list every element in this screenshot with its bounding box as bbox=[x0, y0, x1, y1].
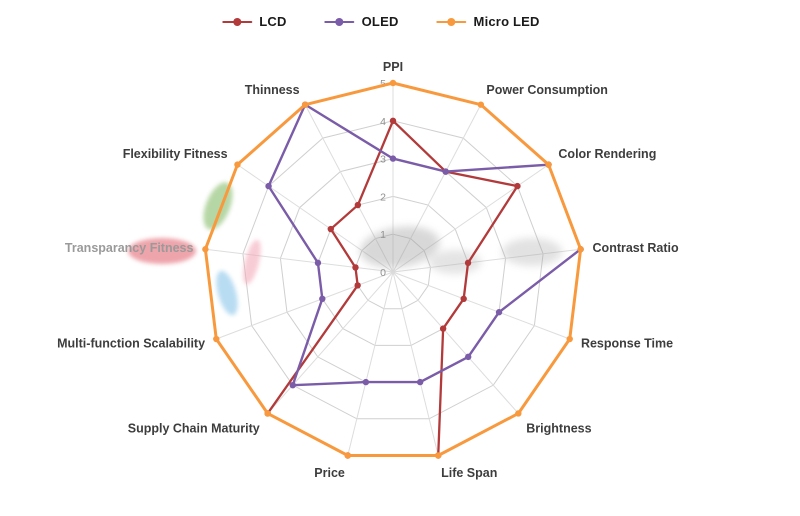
axis-label-transparancy-fitness: Transparancy Fitness bbox=[65, 241, 194, 255]
axis-label-power-consumption: Power Consumption bbox=[486, 83, 608, 97]
legend-item-lcd[interactable]: LCD bbox=[222, 14, 286, 29]
series-point-oled-response-time bbox=[495, 309, 503, 316]
axis-label-contrast-ratio: Contrast Ratio bbox=[593, 241, 679, 255]
legend-label-oled: OLED bbox=[361, 14, 399, 29]
series-point-micro-led-color-rendering bbox=[545, 161, 552, 168]
axis-label-supply-chain-maturity: Supply Chain Maturity bbox=[128, 421, 260, 435]
axis-label-multi-function-scalability: Multi-function Scalability bbox=[57, 336, 205, 350]
grid-spoke-life-span bbox=[392, 271, 439, 456]
series-point-lcd-contrast-ratio bbox=[464, 259, 472, 267]
series-line-micro-led bbox=[203, 81, 583, 458]
lcd-series-marker-icon bbox=[222, 17, 253, 26]
grid-spoke-supply-chain-maturity bbox=[267, 271, 394, 414]
highlight-green bbox=[203, 182, 233, 230]
series-point-micro-led-power-consumption bbox=[477, 101, 485, 108]
tick-label-0: 0 bbox=[380, 267, 386, 279]
series-point-micro-led-price bbox=[344, 452, 351, 459]
grid-spoke-multi-function-scalability bbox=[216, 271, 394, 340]
axis-label-life-span: Life Span bbox=[441, 466, 497, 480]
legend-label-microled: Micro LED bbox=[473, 14, 540, 29]
oled-series-marker-icon bbox=[324, 17, 355, 26]
legend-label-lcd: LCD bbox=[259, 14, 287, 29]
series-point-oled-life-span bbox=[416, 378, 424, 386]
tick-label-3: 3 bbox=[380, 154, 386, 166]
legend-item-microled[interactable]: Micro LED bbox=[436, 14, 540, 29]
series-point-micro-led-brightness bbox=[515, 410, 522, 417]
series-point-lcd-ppi bbox=[389, 117, 397, 125]
series-point-lcd-thinness bbox=[354, 201, 362, 209]
grid-spoke-response-time bbox=[392, 271, 570, 340]
series-point-lcd-multi-function-scalability bbox=[354, 282, 361, 289]
series-point-micro-led-life-span bbox=[435, 452, 442, 459]
series-point-micro-led-ppi bbox=[389, 79, 397, 87]
series-point-oled-supply-chain-maturity bbox=[289, 381, 296, 389]
series-point-micro-led-thinness bbox=[301, 101, 309, 108]
series-point-oled-ppi bbox=[389, 155, 397, 162]
tick-label-4: 4 bbox=[380, 116, 386, 128]
grid-spoke-brightness bbox=[392, 271, 519, 414]
axis-label-color-rendering: Color Rendering bbox=[558, 147, 656, 161]
series-point-oled-power-consumption bbox=[442, 168, 449, 175]
series-point-micro-led-multi-function-scalability bbox=[213, 335, 220, 343]
grid-ring-2 bbox=[317, 195, 469, 346]
highlight-red bbox=[128, 238, 196, 264]
axis-label-response-time: Response Time bbox=[581, 336, 673, 350]
series-point-oled-flexibility-fitness bbox=[265, 182, 272, 190]
series-point-lcd-response-time bbox=[460, 295, 467, 303]
legend-item-oled[interactable]: OLED bbox=[324, 14, 399, 29]
series-point-oled-transparancy-fitness bbox=[314, 259, 322, 267]
smudge-gray-center-3 bbox=[502, 238, 562, 266]
grid-spoke-transparancy-fitness bbox=[205, 248, 394, 273]
axis-label-price: Price bbox=[314, 466, 345, 480]
series-point-lcd-color-rendering bbox=[514, 182, 521, 190]
tick-label-2: 2 bbox=[380, 191, 386, 203]
highlight-pink bbox=[243, 239, 261, 285]
series-point-lcd-brightness bbox=[439, 325, 447, 332]
axis-label-brightness: Brightness bbox=[526, 421, 591, 435]
axis-label-flexibility-fitness: Flexibility Fitness bbox=[123, 147, 228, 161]
series-point-micro-led-response-time bbox=[566, 335, 573, 343]
highlight-blue bbox=[216, 270, 238, 316]
grid-ring-4 bbox=[242, 120, 544, 420]
axis-label-ppi: PPI bbox=[383, 60, 403, 74]
series-point-lcd-transparancy-fitness bbox=[352, 264, 359, 271]
grid-spoke-price bbox=[347, 271, 394, 456]
series-point-lcd-flexibility-fitness bbox=[327, 225, 334, 233]
series-point-oled-multi-function-scalability bbox=[319, 295, 326, 303]
series-point-oled-price bbox=[362, 378, 370, 386]
series-point-micro-led-supply-chain-maturity bbox=[264, 410, 271, 417]
series-point-micro-led-flexibility-fitness bbox=[234, 161, 241, 168]
legend: LCD OLED Micro LED bbox=[222, 14, 539, 29]
series-point-micro-led-contrast-ratio bbox=[577, 246, 584, 253]
axis-label-thinness: Thinness bbox=[245, 83, 300, 97]
series-point-oled-brightness bbox=[464, 353, 472, 361]
smudge-gray-center-1 bbox=[360, 226, 440, 268]
microled-series-marker-icon bbox=[436, 17, 467, 26]
series-point-micro-led-transparancy-fitness bbox=[202, 246, 209, 253]
